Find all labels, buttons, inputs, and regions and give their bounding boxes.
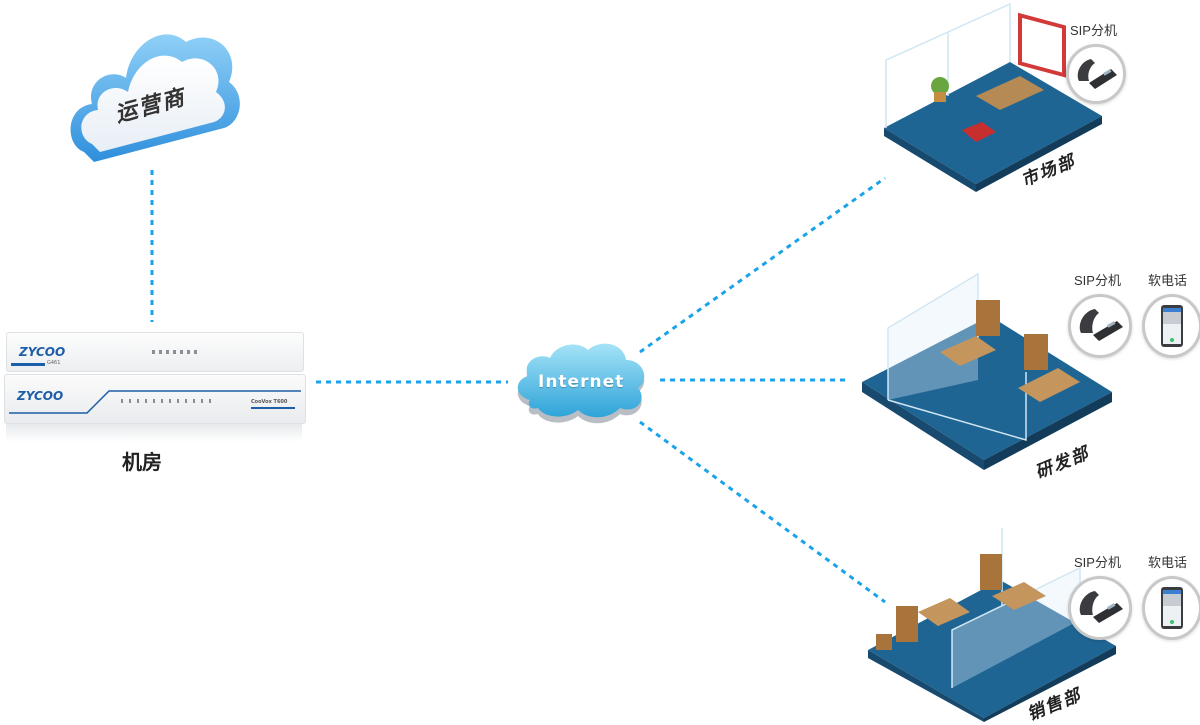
- market-sip-device: [1066, 44, 1126, 104]
- ip-phone-icon: [1079, 309, 1123, 341]
- carrier-node: 运营商: [64, 12, 244, 172]
- rnd-softphone-label: 软电话: [1148, 273, 1188, 288]
- market-sip-label: SIP分机: [1070, 23, 1117, 38]
- rnd-sip-device: [1068, 294, 1132, 358]
- sales-sip-device: [1068, 576, 1132, 640]
- ip-phone-icon: [1077, 59, 1117, 89]
- server-room-node: ZYCOO G461 ZYCOO CooVox T600: [2, 332, 306, 442]
- main-unit: ZYCOO CooVox T600: [4, 374, 306, 424]
- link-internet-sales: [639, 420, 886, 604]
- rnd-softphone-device: [1142, 294, 1200, 358]
- top-unit: ZYCOO G461: [6, 332, 304, 372]
- dept-rnd-floor: [862, 272, 1112, 470]
- sales-softphone-device: [1142, 576, 1200, 640]
- accent-stripe: [9, 390, 301, 414]
- status-leds: [152, 350, 200, 354]
- model-label: CooVox T600: [251, 399, 288, 405]
- top-unit-tag: G461: [47, 360, 61, 366]
- brand-logo: ZYCOO: [17, 389, 64, 403]
- sales-softphone-label: 软电话: [1148, 555, 1188, 570]
- internet-node: Internet: [512, 340, 652, 426]
- brand-logo: ZYCOO: [19, 345, 66, 359]
- port-leds: [121, 399, 211, 403]
- smartphone-icon: [1161, 305, 1183, 347]
- reflection: [6, 424, 302, 442]
- sales-sip-label: SIP分机: [1074, 555, 1121, 570]
- internet-cloud-icon: [517, 343, 645, 424]
- server-room-label: 机房: [122, 450, 162, 474]
- accent-bar: [11, 363, 45, 366]
- ip-phone-icon: [1079, 591, 1123, 623]
- cloud-icon: [70, 34, 240, 163]
- dept-market-floor: [884, 2, 1102, 192]
- internet-label: Internet: [538, 372, 625, 392]
- rnd-sip-label: SIP分机: [1074, 273, 1121, 288]
- dept-sales-floor: [868, 528, 1116, 722]
- link-internet-market: [639, 176, 886, 354]
- smartphone-icon: [1161, 587, 1183, 629]
